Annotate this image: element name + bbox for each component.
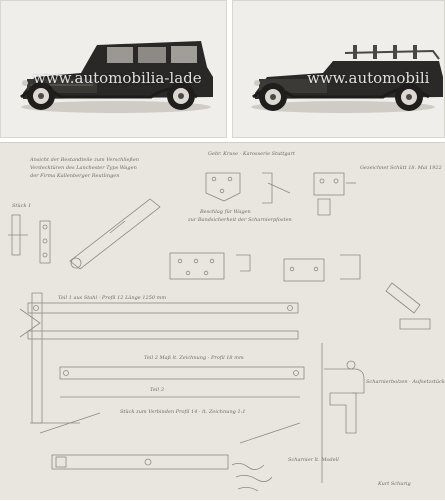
sedan-car-image	[1, 1, 226, 137]
note-stueck-1: Stück 1	[12, 203, 32, 209]
photo-sedan: www.automobilia-lade	[0, 0, 227, 138]
drawing-lines	[8, 172, 431, 492]
technical-drawing-sheet: Ansicht der Bestandteile zum Verschließe…	[0, 142, 445, 500]
note-bar-1: Teil 1 aus Stahl · Profil 12 Länge 1250 …	[58, 295, 167, 301]
photo-tourer: www.automobili	[232, 0, 445, 138]
note-bar-2: Teil 2 Maß lt. Zeichnung · Profil 18 mm	[144, 355, 244, 361]
note-top-left-3: der Firma Kallenberger Reutlingen	[30, 173, 120, 179]
note-bar-4: Stück zum Verbinden Profil 14 · lt. Zeic…	[120, 409, 246, 415]
note-hook-label: Scharnierbolzen · Aufsetzstück	[366, 379, 445, 385]
note-top-left-2: Verdecktüren des Lanchester Typs Wagen	[30, 165, 137, 171]
note-bar-3: Teil 3	[150, 387, 164, 393]
note-signature: Kurt Schurig	[378, 481, 411, 487]
note-top-left-1: Ansicht der Bestandteile zum Verschließe…	[30, 157, 140, 163]
note-mid-center-2: zur Bandsicherheit der Scharnierpfosten	[188, 217, 292, 223]
watermark-text-right: www.automobili	[307, 69, 430, 87]
note-top-center: Gebr. Kruse - Karosserie Stuttgart	[208, 151, 295, 157]
note-bottom: Scharnier lt. Modell	[288, 457, 339, 463]
note-top-right: Gezeichnet Schütt 18. Mai 1922	[360, 165, 442, 171]
watermark-text-left: www.automobilia-lade	[33, 69, 202, 87]
note-mid-center-1: Beschlag für Wagen	[200, 209, 251, 215]
tourer-car-image	[233, 1, 444, 137]
